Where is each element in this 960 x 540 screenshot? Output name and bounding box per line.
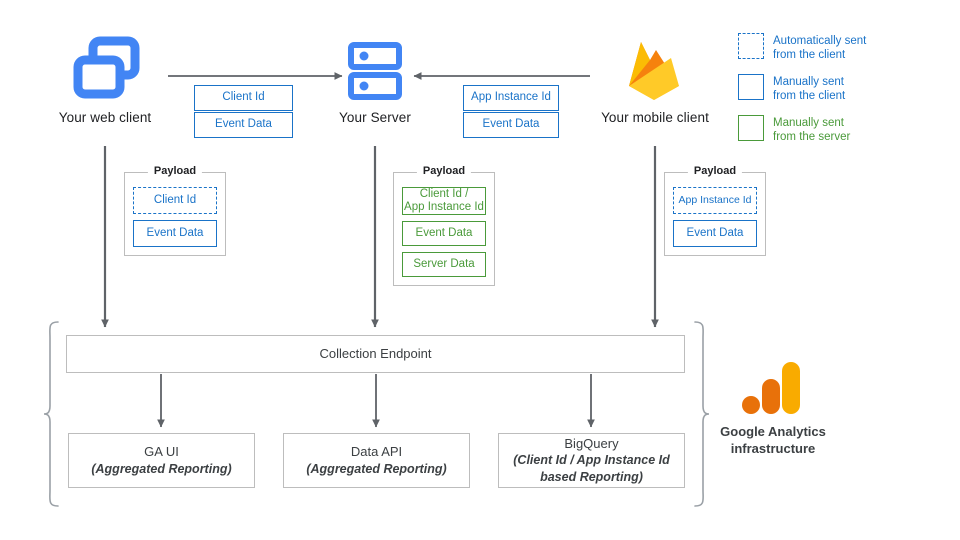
payload-server-legend: Payload	[416, 165, 472, 177]
ga-infrastructure-caption: Google Analytics infrastructure	[694, 424, 852, 458]
output-box-data-api: Data API (Aggregated Reporting)	[283, 433, 470, 488]
payload-mobile: Payload App Instance Id Event Data	[664, 165, 766, 256]
payload-web-legend: Payload	[147, 165, 203, 177]
legend-swatch-solid-blue	[738, 74, 764, 100]
chip-web-client-id: Client Id	[194, 85, 293, 111]
collection-endpoint-box: Collection Endpoint	[66, 335, 685, 373]
payload-web-item-event-data: Event Data	[133, 220, 217, 247]
bigquery-title: BigQuery	[564, 435, 619, 451]
mobile-client-label: Your mobile client	[601, 110, 709, 125]
legend-text-manual-client: Manually sent from the client	[773, 76, 846, 103]
payload-server-item-event-data: Event Data	[402, 221, 486, 247]
legend-text-automatic-client: Automatically sent from the client	[773, 35, 867, 62]
legend-swatch-solid-green	[738, 115, 764, 141]
chip-web-event-data: Event Data	[194, 112, 293, 138]
server-rack-icon	[348, 42, 402, 100]
output-box-ga-ui: GA UI (Aggregated Reporting)	[68, 433, 255, 488]
bigquery-subtitle-line2: based Reporting)	[540, 470, 643, 485]
ga-caption-line2: infrastructure	[730, 440, 816, 456]
infrastructure-bracket-left	[43, 321, 59, 507]
payload-mobile-item-app-instance-id: App Instance Id	[673, 187, 757, 214]
ga-ui-title: GA UI	[144, 444, 179, 460]
payload-server-item-server-data: Server Data	[402, 252, 486, 277]
legend-item-manual-client: Manually sent from the client	[738, 74, 845, 104]
collection-endpoint-label: Collection Endpoint	[319, 346, 432, 362]
payload-server-item-ids: Client Id / App Instance Id	[402, 187, 486, 216]
browser-windows-icon	[73, 36, 140, 99]
data-api-title: Data API	[350, 444, 403, 460]
legend-text-manual-server: Manually sent from the server	[773, 117, 851, 144]
payload-server-item-ids-line2: App Instance Id	[404, 201, 484, 214]
payload-server: Payload Client Id / App Instance Id Even…	[393, 165, 495, 286]
ga-ui-subtitle: (Aggregated Reporting)	[91, 461, 232, 476]
legend-swatch-dashed-blue	[738, 33, 764, 59]
legend-item-automatic-client: Automatically sent from the client	[738, 33, 866, 63]
web-client-label: Your web client	[58, 110, 152, 125]
google-analytics-logo	[742, 362, 800, 414]
payload-mobile-item-event-data: Event Data	[673, 220, 757, 247]
payload-mobile-legend: Payload	[687, 165, 743, 177]
payload-web: Payload Client Id Event Data	[124, 165, 226, 256]
payload-server-item-ids-line1: Client Id /	[419, 188, 469, 200]
data-api-subtitle: (Aggregated Reporting)	[306, 461, 447, 476]
chip-mobile-event-data: Event Data	[463, 112, 559, 138]
payload-web-item-client-id: Client Id	[133, 187, 217, 214]
server-label: Your Server	[339, 110, 411, 125]
ga-caption-line1: Google Analytics	[720, 424, 826, 439]
bigquery-subtitle-line1: (Client Id / App Instance Id	[513, 453, 670, 468]
chip-mobile-app-instance-id: App Instance Id	[463, 85, 559, 111]
legend-item-manual-server: Manually sent from the server	[738, 115, 850, 145]
infrastructure-bracket-right	[694, 321, 710, 507]
firebase-flame-icon	[629, 42, 679, 100]
output-box-bigquery: BigQuery (Client Id / App Instance Id ba…	[498, 433, 685, 488]
